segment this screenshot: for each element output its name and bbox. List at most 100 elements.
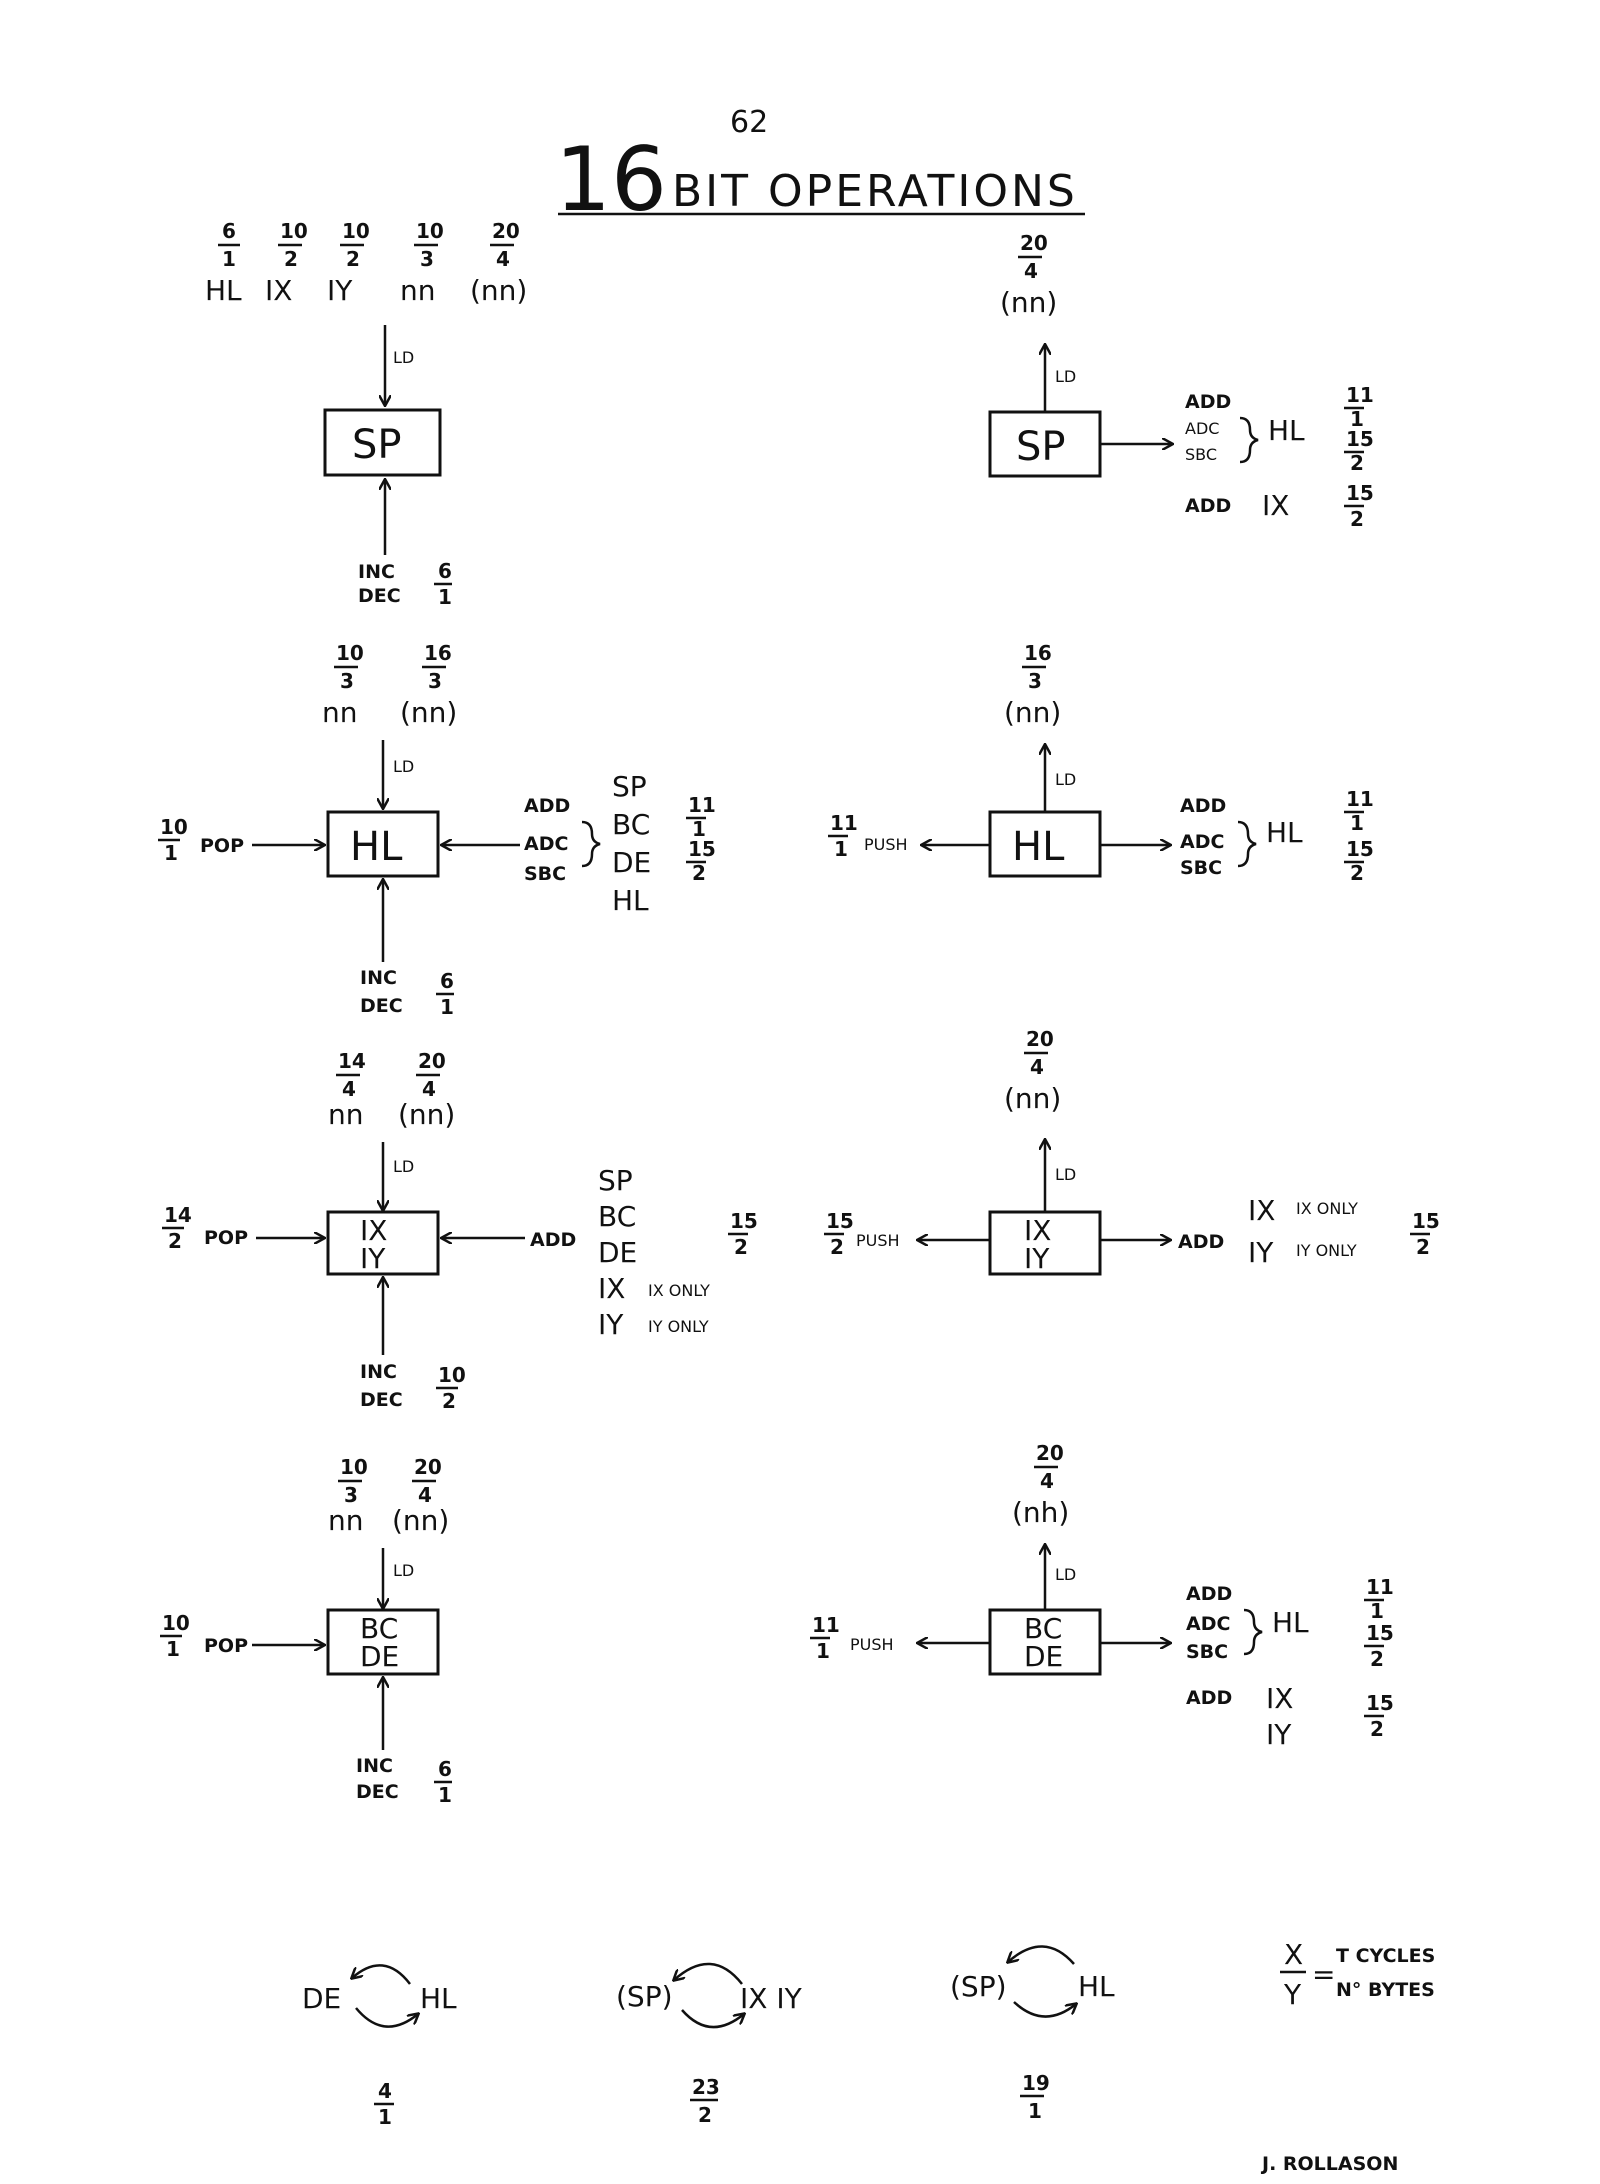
iy-only-note: IY ONLY [1296,1241,1357,1260]
iy-only-note: IY ONLY [648,1317,709,1336]
op-add: ADD [1186,1583,1232,1605]
frac-num: 14 [338,1049,366,1073]
frac-num: 20 [418,1049,446,1073]
exchange-right: HL [420,1982,457,2015]
frac-den: 3 [428,669,442,693]
operand: SP [612,770,647,803]
op-adc: ADC [1186,1613,1230,1635]
frac-num: 15 [1346,427,1374,451]
ld-label: LD [1055,367,1076,386]
target-label: HL [1272,1606,1309,1639]
frac-num: 15 [1366,1621,1394,1645]
arrow-path [1243,1608,1263,1656]
arrow-path [1239,416,1259,464]
sp-register-box [988,410,1102,478]
dest-label: (nn) [1000,286,1057,319]
frac-num: 15 [1412,1209,1440,1233]
source-label: HL [205,274,242,307]
arrow-path [1237,820,1257,868]
pop-label: POP [204,1227,248,1249]
op-add: ADD [524,795,570,817]
frac-num: 4 [378,2079,392,2103]
source-label: (nn) [398,1098,455,1131]
title-text: BIT OPERATIONS [672,166,1078,217]
ix-only-note: IX ONLY [648,1281,710,1300]
frac-den: 4 [1030,1055,1044,1079]
frac-den: 1 [378,2105,392,2129]
frac-num: 16 [1024,641,1052,665]
op-add-ix: ADD [1185,495,1231,517]
ix-target: IX [1262,489,1289,522]
frac-den: 4 [496,247,510,271]
frac-den: 1 [1350,811,1364,835]
register-label: BC [1024,1612,1062,1645]
frac-num: 15 [1346,837,1374,861]
register-label: HL [1012,824,1065,870]
op-add-ix: ADD [1186,1687,1232,1709]
exchange-right: HL [1078,1970,1115,2003]
frac-den: 2 [1370,1647,1384,1671]
page-number: 62 [730,105,768,140]
source-label: (nn) [392,1504,449,1537]
frac-den: 2 [1350,861,1364,885]
frac-den: 1 [1370,1599,1384,1623]
frac-den: 2 [692,861,706,885]
inc-label: INC [360,1361,397,1383]
frac-den: 2 [1416,1235,1430,1259]
legend-x: X [1284,1938,1303,1971]
frac-den: 2 [284,247,298,271]
frac-num: 14 [164,1203,192,1227]
sp-store-group: 20 4 (nn) LD SP ADD ADC SBC HL 11 1 15 2… [988,231,1374,531]
dest-label: (nn) [1004,1082,1061,1115]
frac-num: 20 [1036,1441,1064,1465]
frac-num: 20 [1020,231,1048,255]
author: J. ROLLASON [1260,2153,1398,2175]
frac-num: 6 [440,969,454,993]
exchange-de-hl: DE HL 4 1 [302,1964,457,2129]
arrow-path [1008,1945,1075,1965]
dest-label: (nn) [1004,696,1061,729]
add-label: ADD [1178,1231,1224,1253]
frac-den: 1 [834,837,848,861]
frac-den: 1 [1350,407,1364,431]
frac-num: 20 [492,219,520,243]
frac-num: 11 [1346,383,1374,407]
frac-den: 1 [692,817,706,841]
frac-num: 11 [812,1613,840,1637]
op-adc: ADC [524,833,568,855]
frac-num: 11 [1366,1575,1394,1599]
ld-label: LD [393,757,414,776]
frac-num: 6 [438,1757,452,1781]
target-label: HL [1266,816,1303,849]
frac-num: 20 [1026,1027,1054,1051]
ix-only-note: IX ONLY [1296,1199,1358,1218]
ld-label: LD [393,1561,414,1580]
frac-num: 10 [162,1611,190,1635]
arrow-path [352,1964,411,1985]
sp-register-box [323,408,442,477]
frac-den: 3 [340,669,354,693]
frac-num: 10 [438,1363,466,1387]
inc-label: INC [358,561,395,583]
inc-label: INC [356,1755,393,1777]
operand: HL [612,884,649,917]
source-label: (nn) [400,696,457,729]
register-label: IY [360,1242,386,1275]
register-label: SP [1016,424,1066,470]
exchange-left: DE [302,1982,341,2015]
dec-label: DEC [358,585,401,607]
operand: BC [612,808,650,841]
exchange-right: IX IY [740,1982,803,2015]
frac-num: 10 [342,219,370,243]
legend-top: T CYCLES [1336,1945,1435,1967]
frac-den: 1 [438,585,452,609]
register-label: DE [1024,1640,1063,1673]
arrow-path [674,1962,743,1985]
frac-den: 1 [1028,2099,1042,2123]
frac-den: 1 [166,1637,180,1661]
dec-label: DEC [356,1781,399,1803]
frac-num: 10 [160,815,188,839]
op-sbc: SBC [1185,445,1217,464]
legend: X Y = T CYCLES N° BYTES [1280,1938,1435,2011]
